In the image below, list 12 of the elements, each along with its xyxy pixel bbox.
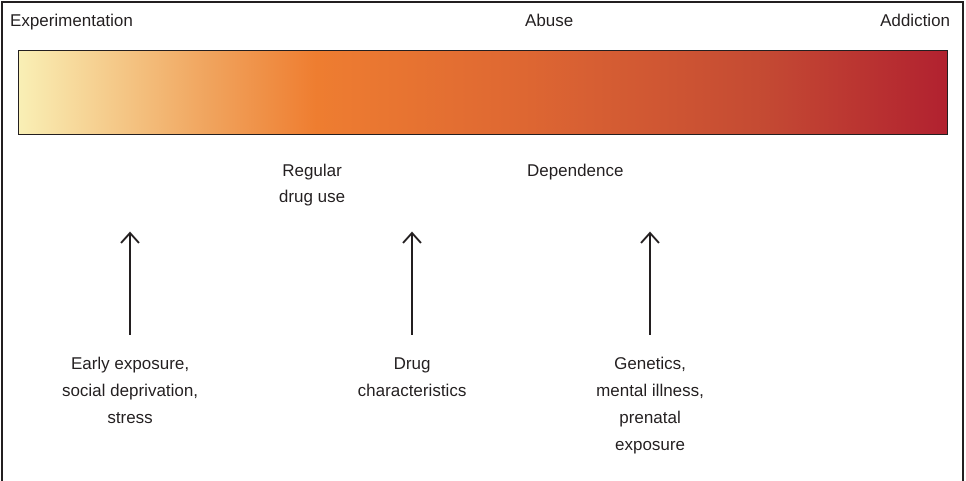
arrow: [402, 232, 422, 335]
factor-label: Early exposure, social deprivation, stress: [60, 353, 200, 429]
stage-label: Regular drug use: [278, 160, 346, 208]
arrow: [120, 232, 140, 335]
gradient-bar: [18, 50, 948, 135]
stage-label: Abuse: [525, 10, 574, 32]
arrow: [640, 232, 660, 335]
factor-label: Genetics, mental illness, prenatal exposure: [595, 353, 705, 456]
stage-label: Dependence: [527, 160, 624, 182]
stage-label: Addiction: [880, 10, 950, 32]
stage-label: Experimentation: [10, 10, 133, 32]
factor-label: Drug characteristics: [357, 353, 467, 402]
